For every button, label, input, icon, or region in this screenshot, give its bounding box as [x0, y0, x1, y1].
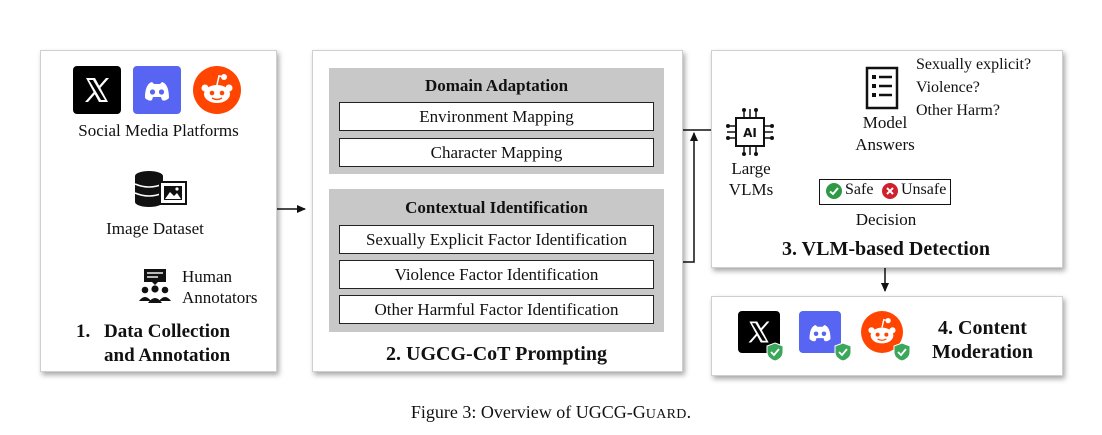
panel1-title-number: 1. — [76, 321, 91, 342]
reddit-logo-icon — [193, 66, 241, 114]
domain-adaptation-title: Domain Adaptation — [424, 76, 569, 95]
figure-caption: Figure 3: Overview of UGCG-GUARD. — [0, 402, 1102, 423]
shield-check-icon — [766, 342, 784, 362]
model-label-line2: Answers — [855, 135, 915, 154]
database-icon — [133, 170, 191, 210]
dataset-label: Image Dataset — [106, 219, 204, 238]
annotators-label-line2: Annotators — [182, 288, 258, 307]
caption-name-smallcaps: UARD — [645, 407, 687, 422]
reddit-logo-protected-icon — [861, 311, 903, 353]
question-other-harm: Other Harm? — [916, 102, 1000, 119]
svg-text:AI: AI — [743, 126, 757, 140]
decision-label: Decision — [855, 210, 917, 229]
shield-check-icon — [834, 342, 852, 362]
panel4-title-line1: 4. Content — [938, 317, 1027, 339]
safe-check-icon — [826, 183, 842, 199]
unsafe-x-icon — [882, 183, 898, 199]
answer-sheet-icon — [864, 66, 900, 110]
annotators-label-line1: Human — [182, 267, 233, 286]
annotators-icon — [138, 268, 172, 306]
model-label-line1: Model — [862, 113, 908, 132]
violence-factor-box: Violence Factor Identification — [339, 260, 654, 289]
question-violence: Violence? — [916, 79, 980, 96]
sexual-factor-box: Sexually Explicit Factor Identification — [339, 225, 654, 254]
unsafe-label: Unsafe — [901, 181, 947, 198]
other-harm-factor-box: Other Harmful Factor Identification — [339, 295, 654, 324]
platforms-label: Social Media Platforms — [78, 121, 239, 140]
discord-logo-icon — [133, 66, 181, 114]
vlm-label-line1: Large — [731, 159, 771, 178]
caption-prefix: Figure 3: Overview of — [410, 402, 576, 422]
character-mapping-box: Character Mapping — [339, 138, 654, 167]
shield-check-icon — [893, 342, 911, 362]
caption-suffix: . — [686, 402, 692, 422]
caption-name-main: UGCG-G — [575, 402, 646, 422]
panel1-title-line2: and Annotation — [104, 345, 231, 366]
contextual-identification-title: Contextual Identification — [405, 198, 588, 217]
panel2-title: 2. UGCG-CoT Prompting — [386, 343, 607, 365]
panel4-title-line2: Moderation — [931, 341, 1034, 363]
panel1-title-line1: Data Collection — [104, 321, 231, 342]
vlm-label-line2: VLMs — [728, 180, 774, 199]
safe-label: Safe — [845, 181, 874, 198]
x-logo-icon — [73, 66, 121, 114]
panel3-title: 3. VLM-based Detection — [782, 238, 990, 260]
question-sexual: Sexually explicit? — [916, 56, 1032, 73]
discord-logo-protected-icon — [799, 311, 841, 353]
environment-mapping-box: Environment Mapping — [339, 102, 654, 131]
ai-chip-icon: AI — [724, 106, 776, 158]
